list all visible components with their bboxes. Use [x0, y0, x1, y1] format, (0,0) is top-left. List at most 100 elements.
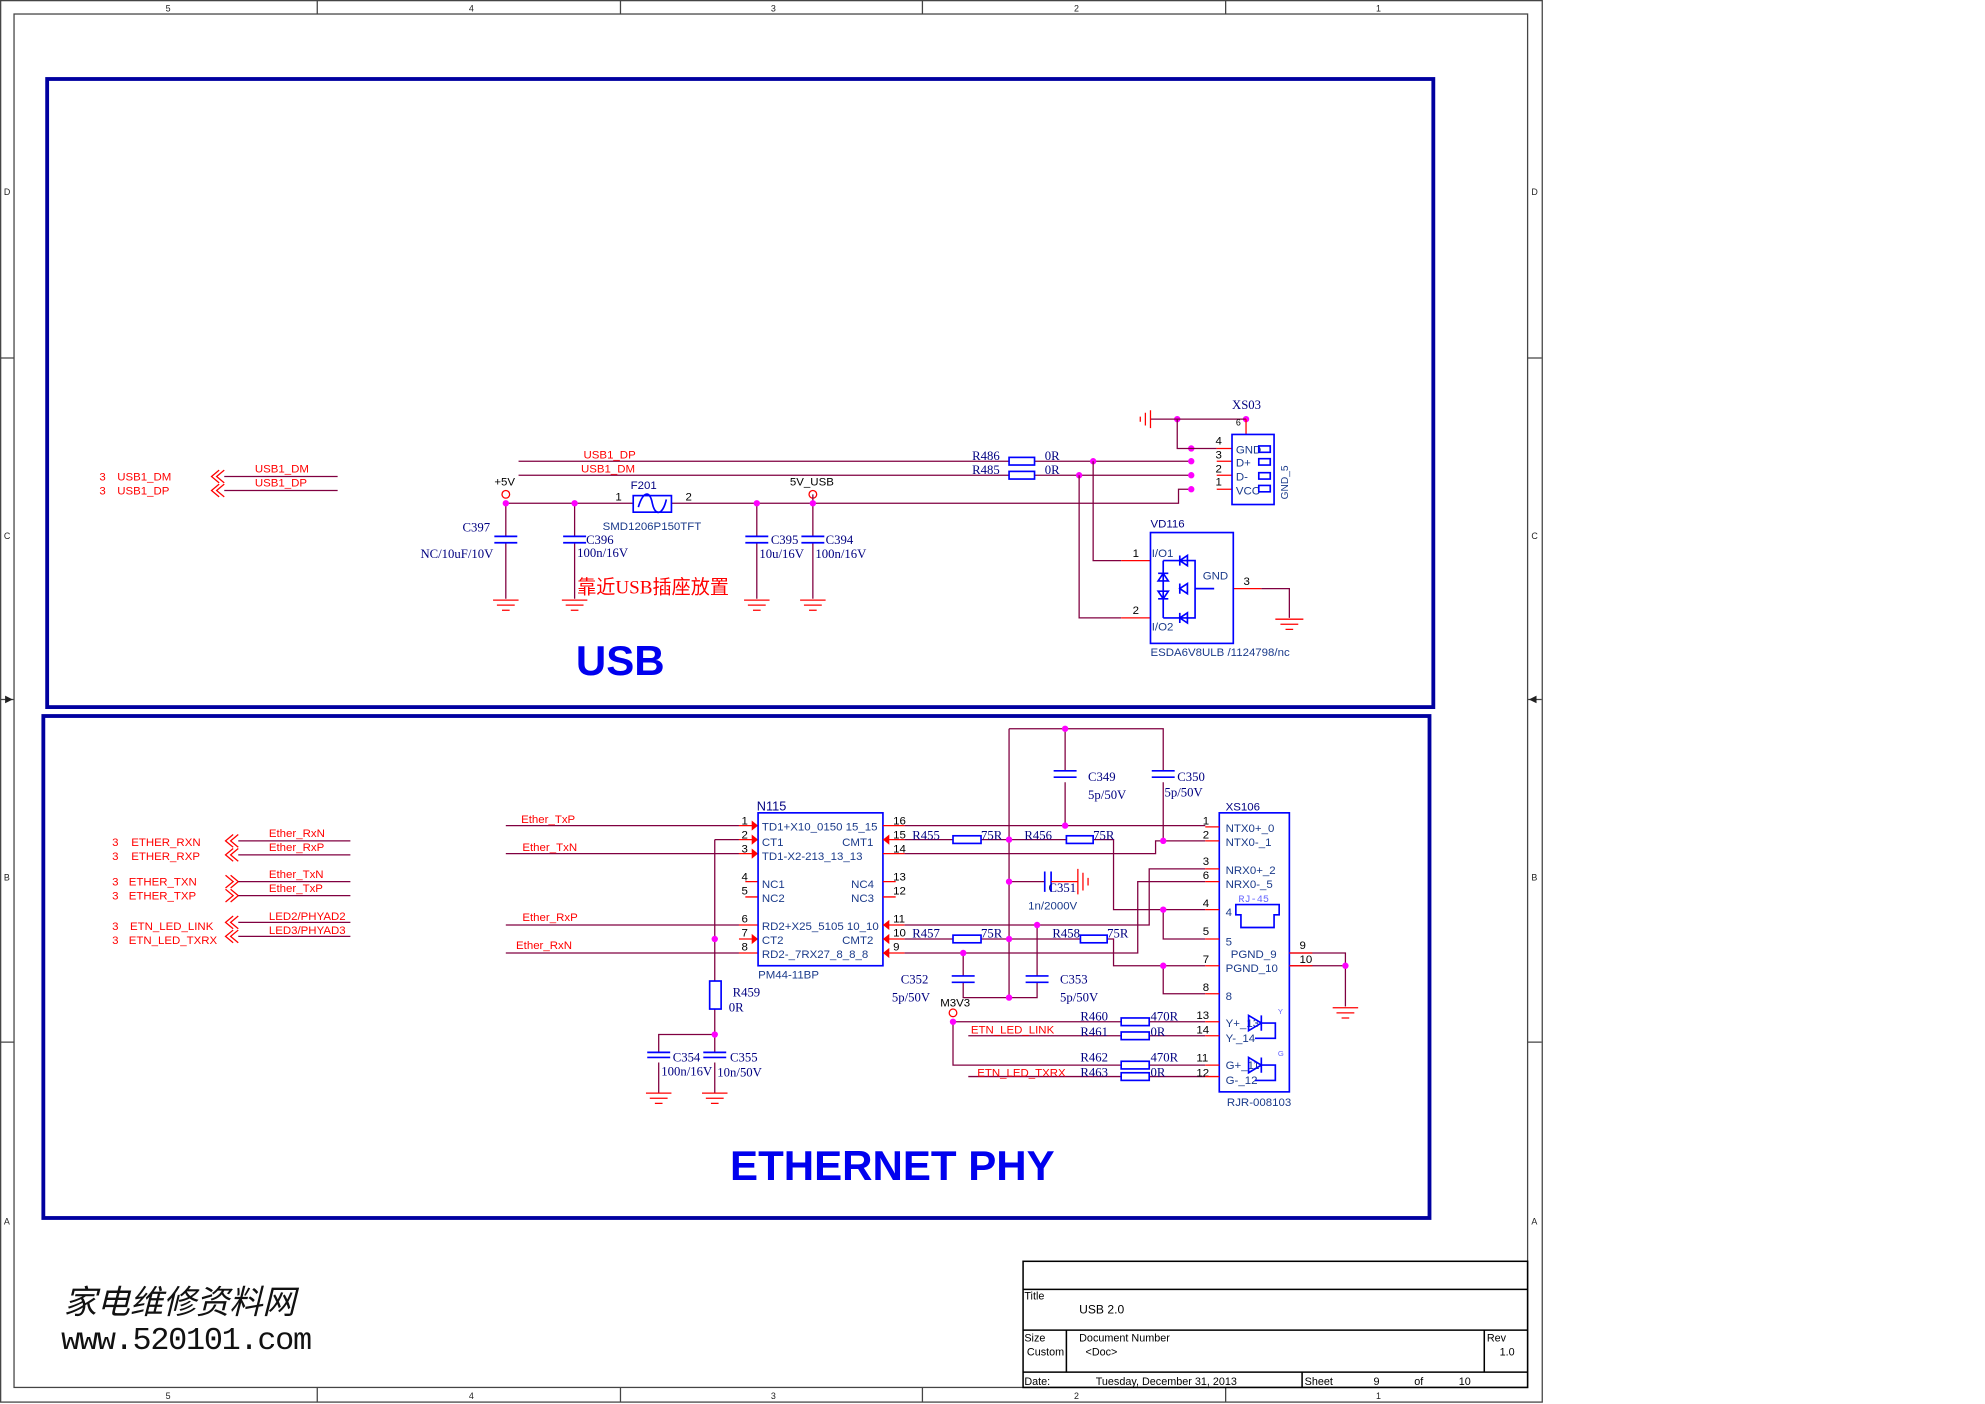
- schematic-label: N115: [757, 798, 787, 813]
- schematic-label: of: [1414, 1376, 1424, 1388]
- schematic-label: GND: [1203, 571, 1228, 583]
- schematic-label: 3: [112, 921, 118, 933]
- title-block: Title USB 2.0 Size Custom Document Numbe…: [1022, 1260, 1529, 1389]
- schematic-label: NRX0-_5: [1226, 879, 1273, 891]
- schematic-label: CMT1: [842, 837, 873, 849]
- schematic-label: 100n/16V: [577, 546, 629, 560]
- schematic-label: ETHER_TXN: [129, 876, 197, 888]
- schematic-label: ESDA6V8ULB /1124798/nc: [1150, 647, 1290, 659]
- ground-symbols: [493, 599, 826, 611]
- schematic-label: RD2-_7RX27_8_8_8: [762, 949, 868, 961]
- schematic-label: NC1: [762, 879, 785, 891]
- schematic-label: 10: [1459, 1376, 1471, 1388]
- schematic-label: ETHER_RXN: [131, 837, 200, 849]
- usb-connector-xs03: [1231, 433, 1275, 506]
- schematic-label: 10: [893, 927, 906, 939]
- schematic-label: VCC: [1236, 485, 1260, 497]
- ethernet-section-box: [41, 714, 1432, 1220]
- schematic-label: NC3: [851, 893, 874, 905]
- schematic-label: C394: [826, 533, 854, 547]
- schematic-label: ETN_LED_TXRX: [977, 1068, 1066, 1080]
- schematic-label: 1.0: [1500, 1347, 1515, 1359]
- schematic-label: 16: [893, 815, 906, 827]
- schematic-label: 5V_USB: [790, 476, 834, 488]
- zone-col-4-bottom: 4: [469, 1391, 474, 1401]
- schematic-label: 5p/50V: [1060, 990, 1099, 1004]
- zone-row-a: A: [4, 1216, 10, 1226]
- schematic-label: RD2+X25_5105 10_10: [762, 921, 879, 933]
- schematic-label: 7: [742, 927, 748, 939]
- usb-section-title: USB: [576, 637, 665, 684]
- schematic-label: 14: [893, 843, 906, 855]
- net-usb1-dm: USB1_DM: [581, 464, 635, 476]
- schematic-label: 5p/50V: [892, 990, 931, 1004]
- schematic-label: 7: [1203, 954, 1209, 966]
- schematic-label: 3: [99, 485, 105, 497]
- offpage-usb1-dp: USB1_DP: [117, 485, 170, 497]
- schematic-label: 6: [1203, 870, 1209, 882]
- schematic-label: 9: [1373, 1376, 1379, 1388]
- schematic-label: CT1: [762, 837, 784, 849]
- schematic-label: 8: [1226, 991, 1232, 1003]
- schematic-label: 5: [742, 885, 748, 897]
- zone-col-1-bottom: 1: [1376, 1391, 1381, 1401]
- offpage-usb1-dm: USB1_DM: [117, 471, 171, 483]
- schematic-label: 0R: [729, 1001, 744, 1015]
- schematic-label: R460: [1080, 1010, 1108, 1024]
- schematic-label: Y+_13: [1226, 1018, 1259, 1030]
- schematic-label: 1: [1133, 548, 1139, 560]
- schematic-label: 0R: [1045, 449, 1060, 463]
- watermark-cn: 家电维修资料网: [64, 1283, 300, 1322]
- schematic-label: 6: [742, 913, 748, 925]
- resistor-r461: [1120, 1031, 1151, 1041]
- schematic-label: 4: [1215, 436, 1222, 448]
- schematic-label: 75R: [1093, 829, 1115, 843]
- schematic-label: 2: [685, 492, 691, 504]
- resistor-r460: [1120, 1017, 1151, 1027]
- schematic-label: 3: [1243, 576, 1249, 588]
- schematic-label: 470R: [1150, 1050, 1178, 1064]
- schematic-label: R461: [1080, 1025, 1108, 1039]
- schematic-label: 12: [893, 885, 906, 897]
- resistor-r458: [1079, 934, 1108, 944]
- resistor-r486: [1008, 456, 1036, 466]
- schematic-label: Ether_TxP: [521, 814, 575, 826]
- schematic-label: Ether_RxP: [522, 912, 578, 924]
- schematic-label: Tuesday, December 31, 2013: [1096, 1376, 1237, 1388]
- zone-col-5-bottom: 5: [166, 1391, 171, 1401]
- schematic-label: LED3/PHYAD3: [269, 925, 346, 937]
- schematic-label: NRX0+_2: [1226, 865, 1276, 877]
- zone-row-c-right: C: [1531, 531, 1538, 541]
- schematic-label: 12: [1196, 1068, 1209, 1080]
- schematic-label: F201: [631, 480, 657, 492]
- schematic-label: 14: [1196, 1024, 1209, 1036]
- zone-col-2-bottom: 2: [1074, 1391, 1079, 1401]
- schematic-label: 3: [742, 843, 748, 855]
- schematic-label: C395: [771, 533, 799, 547]
- schematic-label: C353: [1060, 973, 1088, 987]
- transformer-n115: [757, 812, 884, 967]
- schematic-label: ETN_LED_TXRX: [129, 935, 218, 947]
- schematic-label: +5V: [494, 476, 515, 488]
- schematic-label: C352: [901, 973, 929, 987]
- sheet-title: USB 2.0: [1079, 1303, 1124, 1317]
- zone-row-d: D: [4, 187, 10, 197]
- document-number: <Doc>: [1086, 1347, 1118, 1359]
- schematic-label: 2: [1203, 829, 1209, 841]
- schematic-label: ETN_LED_LINK: [971, 1024, 1055, 1036]
- schematic-label: NTX0-_1: [1226, 837, 1272, 849]
- schematic-label: 3: [112, 851, 118, 863]
- net-usb1-dp: USB1_DP: [584, 450, 637, 462]
- zone-row-b-right: B: [1531, 872, 1537, 882]
- schematic-label: D+: [1236, 457, 1251, 469]
- schematic-label: Ether_TxN: [269, 869, 324, 881]
- schematic-label: R485: [972, 463, 1000, 477]
- schematic-label: C354: [673, 1050, 701, 1064]
- schematic-label: NTX0+_0: [1226, 823, 1275, 835]
- xs03-overlay-label: GND_5: [1280, 465, 1291, 499]
- schematic-label: 10u/16V: [759, 547, 804, 561]
- schematic-label: C351: [1049, 881, 1077, 895]
- resistor-r485: [1008, 470, 1036, 480]
